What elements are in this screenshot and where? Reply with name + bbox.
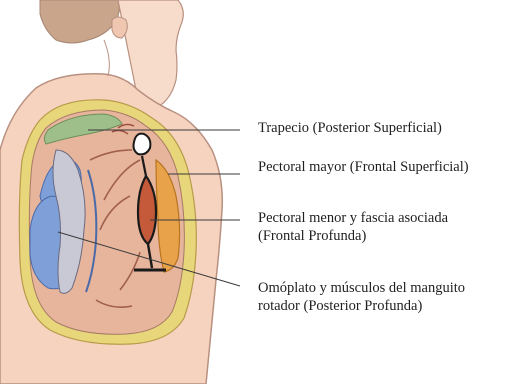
ear — [112, 17, 127, 38]
neck-back-line — [104, 40, 109, 76]
label-pectoral-mayor: Pectoral mayor (Frontal Superficial) — [258, 158, 469, 176]
label-omoplato: Omóplato y músculos del manguito rotador… — [258, 279, 465, 315]
label-pectoral-menor: Pectoral menor y fascia asociada (Fronta… — [258, 209, 448, 245]
label-trapecio: Trapecio (Posterior Superficial) — [258, 119, 442, 137]
label-pectoral-menor-line2: (Frontal Profunda) — [258, 227, 448, 245]
label-omoplato-line1: Omóplato y músculos del manguito — [258, 279, 465, 297]
clavicle — [134, 134, 151, 155]
hair — [40, 0, 119, 43]
label-omoplato-line2: rotador (Posterior Profunda) — [258, 297, 465, 315]
label-pectoral-menor-line1: Pectoral menor y fascia asociada — [258, 209, 448, 227]
